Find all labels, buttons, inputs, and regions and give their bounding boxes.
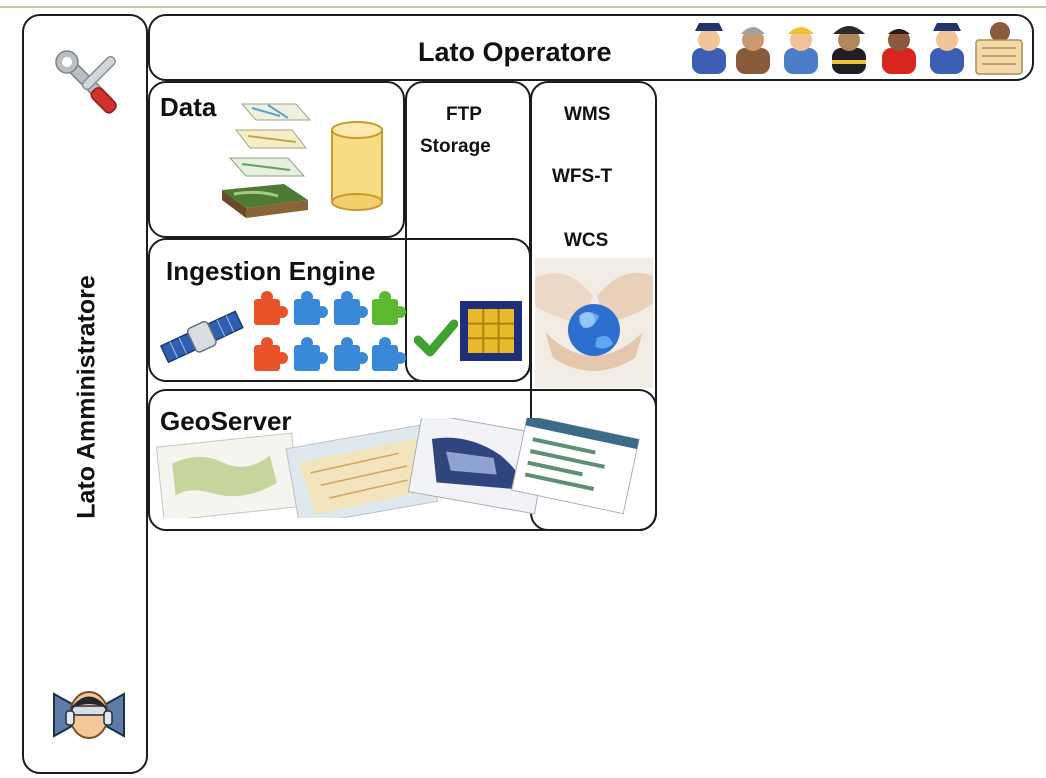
service-wms: WMS [564,104,611,125]
operator-people-icons [684,18,1028,81]
operator-bar [148,14,1034,81]
checkmark-icon [413,318,459,363]
storage-label: Storage [420,136,491,157]
operator-side-label: Lato Operatore [418,37,612,67]
satellite-icon [158,298,244,377]
miner-icon [736,27,770,74]
police-officer-icon [930,23,964,74]
police-officer-icon [692,23,726,74]
service-wfs-t: WFS-T [552,166,613,187]
puzzle-pieces-icon [250,289,408,384]
ingestion-label: Ingestion Engine [166,256,376,286]
top-accent-line [0,6,1046,8]
geoserver-box [148,389,657,531]
wrench-screwdriver-icon [52,48,126,125]
raster-grid-icon [456,297,528,372]
service-wcs: WCS [564,230,609,251]
geoserver-label: GeoServer [160,406,292,436]
firefighter-icon [832,26,866,74]
admin-panel [22,14,148,774]
operator-red-icon [882,29,916,74]
data-label: Data [160,92,217,122]
ingestion-engine-box [148,238,531,382]
map-layers-icon [218,98,322,227]
newspaper-reader-icon [975,22,1023,75]
data-box [148,81,405,238]
construction-worker-icon [784,27,818,74]
ftp-label: FTP [446,104,482,125]
database-icon [329,120,385,217]
admin-side-label: Lato Amministratore [72,275,101,519]
map-screenshots-icon [152,412,642,527]
headset-admin-icon [50,682,128,753]
globe-in-hands-icon [535,258,653,393]
